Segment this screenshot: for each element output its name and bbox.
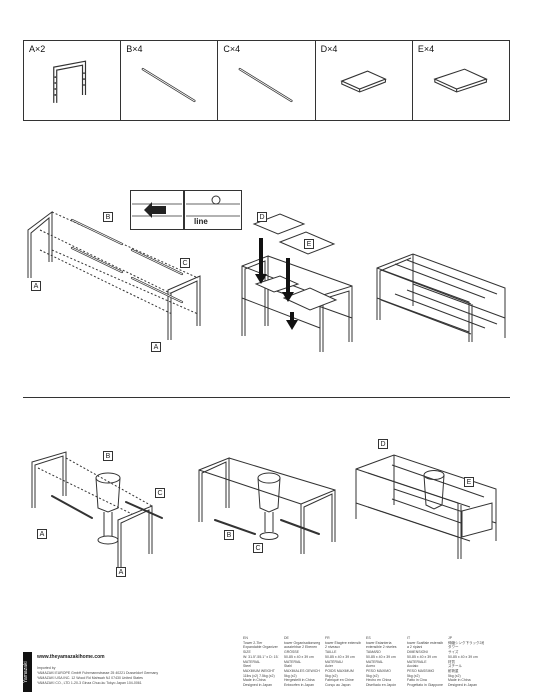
callout-e-2: E	[464, 477, 474, 487]
frame-a-icon	[53, 60, 87, 103]
footer-address-0: Imported by	[37, 666, 56, 670]
callout-c: C	[180, 258, 190, 268]
footer-url: www.theyamazakihome.com	[37, 654, 105, 660]
footer-address-2: YAMAZAKI USA INC. 12 Wood Rd Mahwah NJ 0…	[37, 676, 143, 680]
step-3-illustration	[376, 253, 506, 342]
detail-inset-illustration	[130, 190, 242, 230]
step-1-illustration	[27, 211, 201, 340]
part-label-b: B×4	[126, 44, 143, 54]
shelf-e-icon	[433, 68, 488, 93]
part-cell-c: C×4	[218, 41, 316, 120]
step-4-pipe-around	[22, 448, 182, 578]
callout-b-2: B	[103, 451, 113, 461]
callout-a: A	[31, 281, 41, 291]
callout-d: D	[257, 212, 267, 222]
shelf-d-icon	[339, 70, 387, 93]
step-2-illustration	[241, 213, 353, 352]
step-4-illustration	[31, 451, 163, 570]
callout-d-2: D	[378, 439, 388, 449]
part-label-c: C×4	[223, 44, 241, 54]
footer: Yamazaki www.theyamazakihome.com Importe…	[23, 630, 510, 694]
step-3-completed-shelf	[373, 238, 510, 342]
callout-c-2: C	[155, 488, 165, 498]
detail-line-label: line	[194, 217, 208, 226]
callout-c-3: C	[253, 543, 263, 553]
part-label-a: A×2	[29, 44, 46, 54]
part-label-d: D×4	[320, 44, 338, 54]
callout-a-4: A	[116, 567, 126, 577]
section-divider	[23, 397, 510, 398]
part-cell-b: B×4	[121, 41, 219, 120]
callout-a-3: A	[37, 529, 47, 539]
step-6-shelves-around-pipe	[352, 445, 502, 565]
part-cell-e: E×4	[413, 41, 509, 120]
step-1-rod-insertion	[22, 190, 222, 355]
part-cell-d: D×4	[316, 41, 413, 120]
step-5-illustration	[198, 457, 336, 554]
brand-logo: Yamazaki	[23, 652, 32, 692]
part-label-e: E×4	[417, 44, 435, 54]
rod-c-icon	[239, 67, 293, 103]
footer-address-3: YAMAZAKI CO., LTD 1-20-3 Ginza Chuo-ku T…	[37, 681, 142, 685]
detail-inset: line	[130, 190, 242, 230]
part-cell-a: A×2	[24, 41, 122, 120]
footer-address-1: YAMAZAKI EUROPE GmbH Fuhrmannstrasse 25 …	[37, 671, 159, 675]
callout-e: E	[304, 239, 314, 249]
parts-table: A×2 B×4 C×4 D×4	[23, 40, 510, 121]
step-6-illustration	[355, 454, 497, 559]
callout-a-2: A	[151, 342, 161, 352]
callout-b-3: B	[224, 530, 234, 540]
step-2-shelf-placement	[240, 206, 360, 356]
callout-b: B	[103, 212, 113, 222]
rod-b-icon	[141, 67, 196, 103]
step-5-rods-around-pipe	[195, 450, 345, 560]
